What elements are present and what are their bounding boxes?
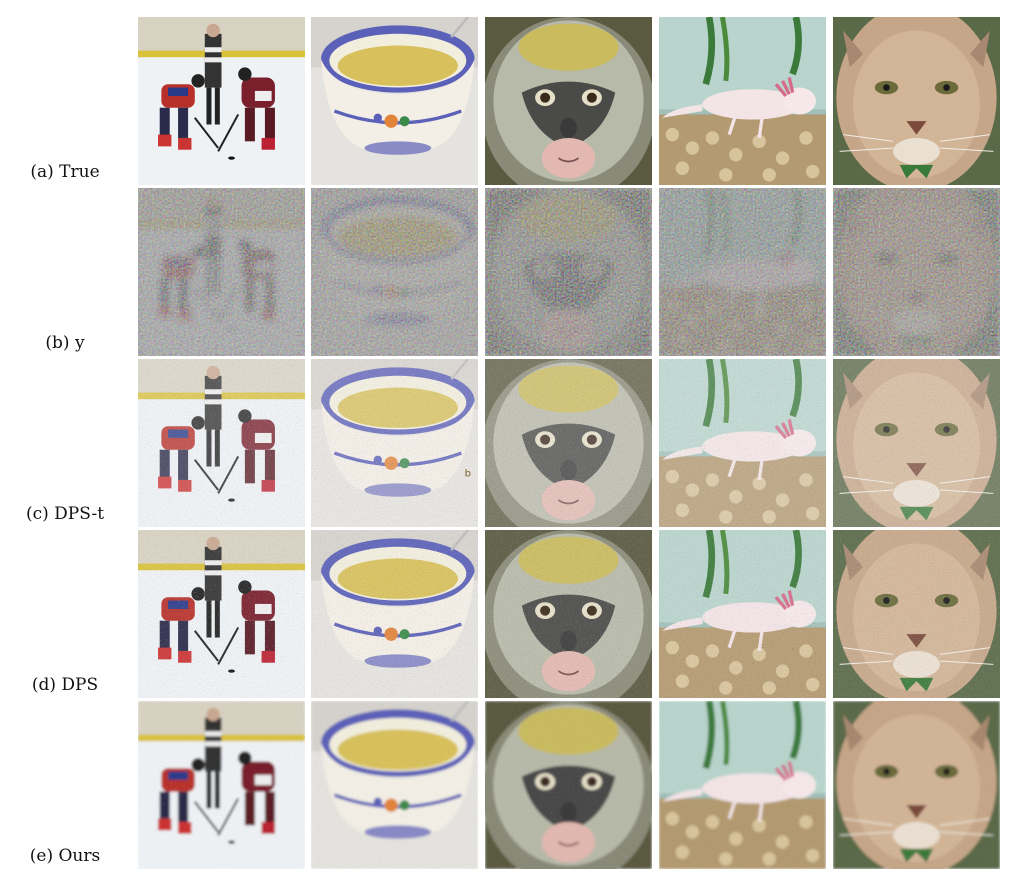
image-noisy-cougar	[833, 188, 1000, 356]
image-dps_t-hockey	[138, 359, 305, 527]
image-ours-cougar	[833, 701, 1000, 869]
image-ours-axolotl	[659, 701, 826, 869]
image-dps_t-soup: b	[311, 359, 478, 527]
row-label-clean: (a) True	[30, 162, 100, 182]
image-clean-hockey	[138, 17, 305, 185]
row-label-noisy: (b) y	[45, 333, 85, 353]
image-noisy-monkey	[485, 188, 652, 356]
artifact-stamp: b	[465, 469, 471, 480]
row-label-dps: (d) DPS	[31, 675, 99, 695]
image-dps-cougar	[833, 530, 1000, 698]
image-dps-soup	[311, 530, 478, 698]
image-clean-axolotl	[659, 17, 826, 185]
image-dps_t-axolotl	[659, 359, 826, 527]
image-dps_t-cougar	[833, 359, 1000, 527]
image-noisy-axolotl	[659, 188, 826, 356]
image-ours-hockey	[138, 701, 305, 869]
image-dps_t-monkey	[485, 359, 652, 527]
row-label-ours: (e) Ours	[29, 846, 101, 866]
image-dps-axolotl	[659, 530, 826, 698]
image-dps-hockey	[138, 530, 305, 698]
image-clean-monkey	[485, 17, 652, 185]
image-noisy-hockey	[138, 188, 305, 356]
image-clean-cougar	[833, 17, 1000, 185]
image-ours-monkey	[485, 701, 652, 869]
image-clean-soup	[311, 17, 478, 185]
image-dps-monkey	[485, 530, 652, 698]
image-noisy-soup	[311, 188, 478, 356]
row-label-dps_t: (c) DPS-t	[25, 504, 105, 524]
image-ours-soup	[311, 701, 478, 869]
